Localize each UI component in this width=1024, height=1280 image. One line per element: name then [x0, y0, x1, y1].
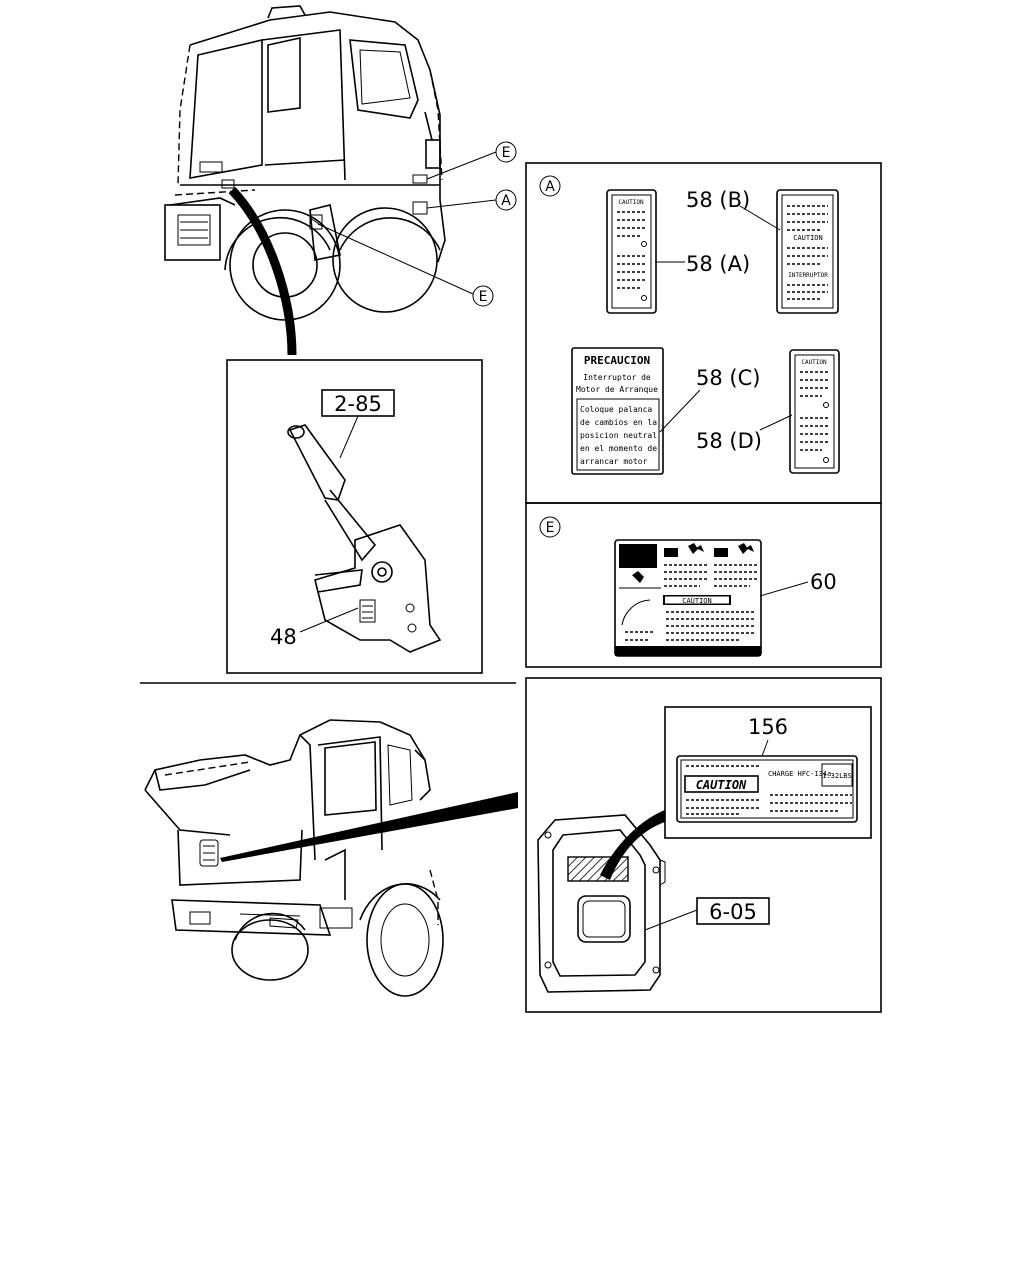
- upper-leader-lines: [228, 151, 497, 356]
- svg-text:Interruptor de: Interruptor de: [583, 373, 651, 382]
- decal-156: CAUTION CHARGE HFC-134a 1.32LBS: [676, 755, 858, 823]
- part-ref-6-05: 6-05: [709, 900, 757, 924]
- decal-156-caution: CAUTION: [696, 778, 747, 792]
- svg-text:1.32LBS: 1.32LBS: [822, 772, 852, 780]
- svg-text:A: A: [501, 193, 511, 209]
- svg-text:E: E: [502, 145, 511, 161]
- svg-text:Coloque palanca: Coloque palanca: [580, 405, 652, 414]
- decal-58a: CAUTION: [606, 189, 657, 314]
- svg-text:PRECAUCION: PRECAUCION: [584, 354, 650, 367]
- label-58a: 58 (A): [686, 252, 750, 276]
- svg-text:CAUTION: CAUTION: [793, 234, 823, 242]
- upper-truck-cab-illustration: [164, 5, 446, 321]
- callout-e-lower: E: [472, 285, 494, 307]
- panel-e: E CAUTION 60: [525, 502, 882, 668]
- label-60: 60: [810, 570, 837, 594]
- svg-text:posicion neutral: posicion neutral: [580, 431, 657, 440]
- svg-text:CHARGE HFC-134a: CHARGE HFC-134a: [768, 770, 831, 778]
- panel-a-letter: A: [545, 179, 555, 195]
- detail-box-brake-lever: 2-85 48: [226, 359, 483, 674]
- panel-e-letter: E: [546, 520, 555, 536]
- callout-e-upper: E: [495, 141, 517, 163]
- label-48: 48: [270, 625, 297, 649]
- lower-truck-illustration: [144, 719, 444, 997]
- panel-lower: 156 CAUTION CHARGE HFC-134a 1.32LBS: [525, 677, 882, 1013]
- svg-text:en el momento de: en el momento de: [580, 444, 657, 453]
- svg-text:CAUTION: CAUTION: [801, 359, 827, 366]
- svg-text:INTERRUPTOR: INTERRUPTOR: [788, 272, 828, 279]
- label-58b: 58 (B): [686, 188, 750, 212]
- decal-58b: CAUTION INTERRUPTOR: [776, 189, 839, 314]
- decal-58d: CAUTION: [789, 349, 840, 474]
- decal-60-caution: CAUTION: [682, 597, 712, 605]
- svg-text:arrancar motor: arrancar motor: [580, 457, 648, 466]
- decal-58c: PRECAUCION Interruptor de Motor de Arran…: [571, 347, 664, 475]
- label-156: 156: [748, 715, 788, 739]
- panel-part-6-05: [537, 814, 666, 993]
- panel-a: A CAUTION 58 (A) CAUTION INTERRUPTOR 58 …: [525, 162, 882, 504]
- part-ref-box-6-05: [696, 897, 770, 925]
- label-58c: 58 (C): [696, 366, 760, 390]
- svg-text:de cambios en la: de cambios en la: [580, 418, 657, 427]
- lower-pointer: [220, 792, 518, 862]
- part-ref-2-85: 2-85: [334, 392, 382, 416]
- callout-a-upper: A: [495, 189, 517, 211]
- svg-text:CAUTION: CAUTION: [618, 199, 644, 206]
- decal-60: CAUTION: [614, 539, 762, 657]
- svg-text:Motor de Arranque: Motor de Arranque: [576, 385, 658, 394]
- label-58d: 58 (D): [696, 429, 762, 453]
- svg-text:E: E: [479, 289, 488, 305]
